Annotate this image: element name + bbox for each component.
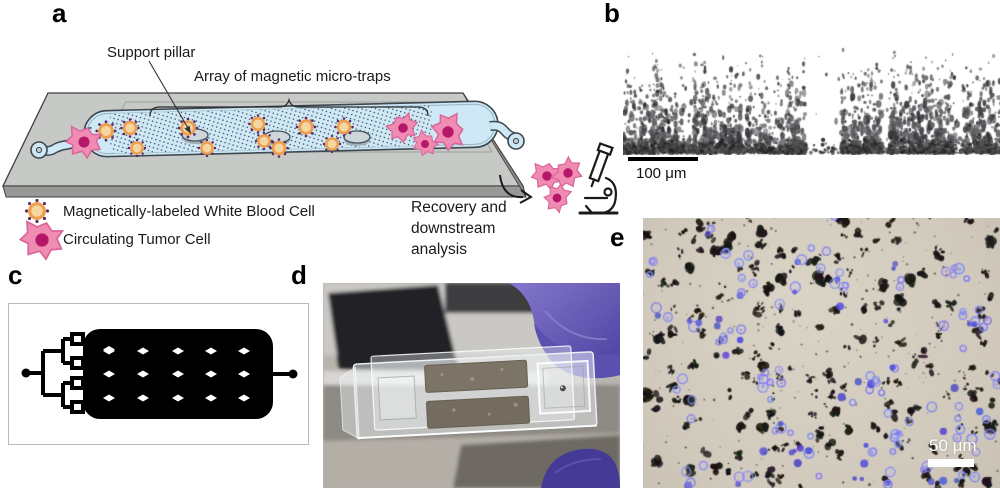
scale-bar-b	[628, 157, 698, 161]
recovery-line-1: Recovery and	[411, 199, 507, 216]
magnet-top	[424, 359, 529, 393]
panel-label-a: a	[52, 0, 67, 28]
micro-trap-array	[109, 105, 433, 154]
recovery-line-2: downstream	[411, 220, 496, 237]
scale-bar-e	[928, 459, 974, 467]
support-pillar-arrow	[148, 60, 191, 134]
recovery-text: Recovery and downstream analysis	[411, 197, 507, 260]
micrograph-captured-cells	[643, 218, 1000, 488]
panel-label-e: e	[610, 222, 625, 252]
panel-label-b: b	[604, 0, 620, 28]
device-photo	[323, 283, 620, 488]
micrograph-magnetic-chains	[623, 45, 1000, 155]
outlet-dot	[288, 369, 298, 379]
tumor-cell-icon	[16, 216, 68, 262]
legend-ctc-label: Circulating Tumor Cell	[63, 231, 211, 248]
panel-label-c: c	[8, 260, 23, 290]
inlet-dot	[21, 368, 31, 378]
magnet-bottom	[425, 395, 531, 429]
wbc-cell-icon	[23, 197, 51, 225]
support-pillar-label: Support pillar	[107, 44, 196, 61]
legend-wbc-label: Magnetically-labeled White Blood Cell	[63, 203, 315, 220]
microscope-icon	[578, 142, 619, 215]
panel-label-d: d	[291, 260, 307, 290]
array-label: Array of magnetic micro-traps	[194, 68, 391, 85]
microfluidic-device	[339, 345, 598, 440]
scale-bar-e-label: 50 μm	[929, 436, 977, 455]
chip-design-box	[8, 303, 309, 445]
chip-design-schematic	[21, 329, 298, 419]
array-brace	[149, 97, 429, 117]
recovery-arrow	[499, 174, 533, 204]
recovery-line-3: analysis	[411, 241, 467, 258]
recovered-cells	[529, 152, 588, 217]
inlet-ports	[70, 332, 85, 414]
scale-bar-b-label: 100 μm	[636, 165, 687, 182]
chip-schematic	[1, 60, 619, 262]
